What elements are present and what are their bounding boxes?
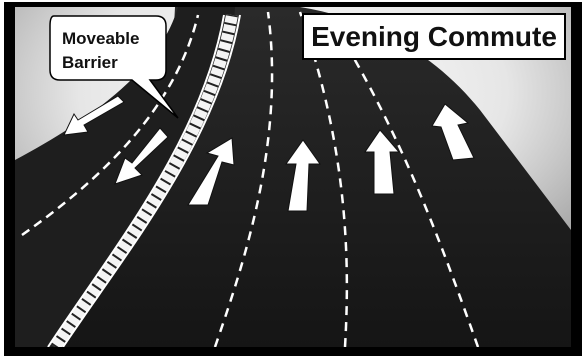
callout-line-2: Barrier	[62, 53, 118, 72]
page-title: Evening Commute	[311, 21, 557, 52]
title-box: Evening Commute	[303, 14, 565, 59]
callout-line-1: Moveable	[62, 29, 139, 48]
